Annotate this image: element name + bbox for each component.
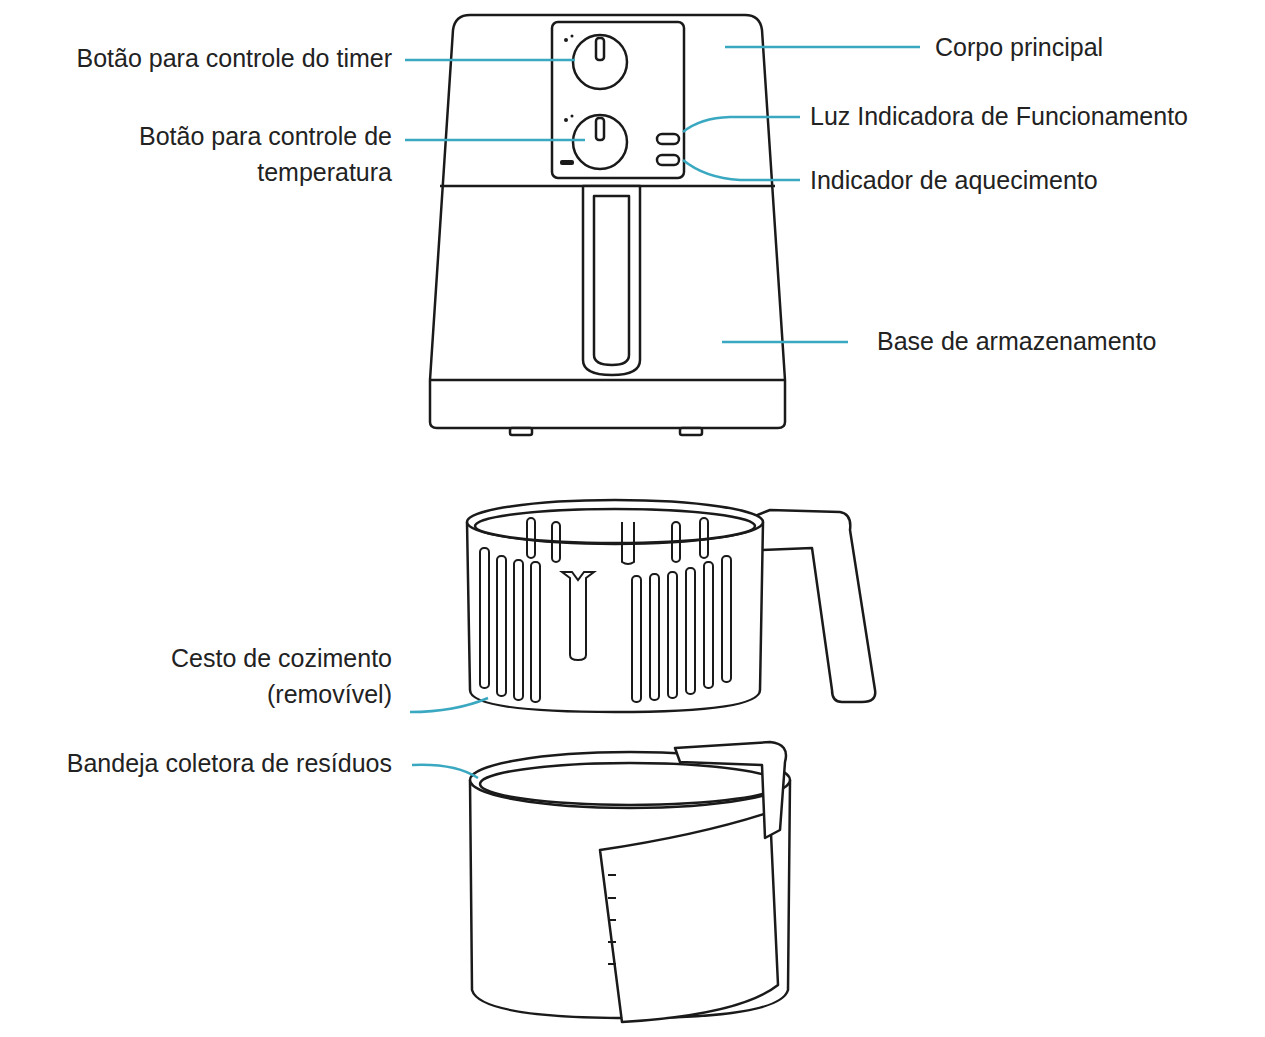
- dial-grip: [596, 118, 604, 140]
- cooking-basket: [467, 500, 875, 712]
- handle-slot: [594, 196, 629, 365]
- base-band-line: [430, 379, 785, 382]
- part-label: Bandeja coletora de resíduos: [4, 745, 392, 781]
- foot: [510, 428, 532, 435]
- drawer-handle: [583, 186, 640, 375]
- timer-dial: [573, 35, 627, 89]
- basket-slots: [480, 518, 731, 702]
- heating-light: [657, 155, 679, 165]
- main-body-outline: [430, 15, 785, 428]
- part-label: Botão para controle de temperatura: [82, 118, 392, 190]
- part-label: Luz Indicadora de Funcionamento: [810, 98, 1260, 134]
- part-label: Indicador de aquecimento: [810, 162, 1250, 198]
- control-panel: [552, 22, 684, 178]
- part-label: Botão para controle do timer: [4, 40, 392, 76]
- part-label: Corpo principal: [935, 29, 1255, 65]
- part-label: Base de armazenamento: [877, 323, 1257, 359]
- collector-tray: [470, 742, 790, 1022]
- dial-grip: [596, 38, 604, 60]
- power-light: [657, 134, 679, 144]
- part-label: Cesto de cozimento (removível): [127, 640, 392, 712]
- temperature-dial: [573, 115, 627, 169]
- foot: [680, 428, 702, 435]
- leader-lines: [405, 47, 920, 778]
